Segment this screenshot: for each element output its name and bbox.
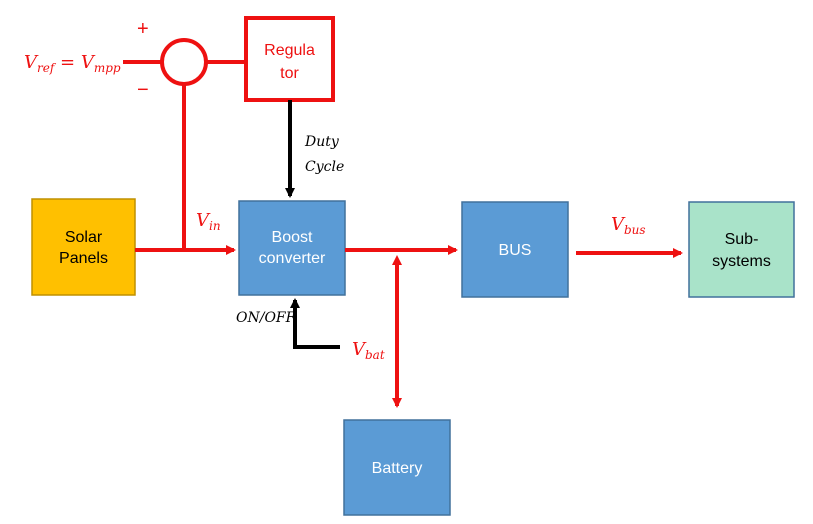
solar-panels-block: Solar Panels bbox=[31, 198, 136, 296]
subsystems-label-line1: Sub- bbox=[725, 231, 759, 248]
cycle-label: Cycle bbox=[305, 159, 344, 175]
subsystems-label-line2: systems bbox=[712, 253, 771, 270]
regulator-block: Regula tor bbox=[244, 16, 335, 102]
subsystems-block: Sub- systems bbox=[688, 201, 795, 298]
bus-label: BUS bbox=[499, 242, 532, 259]
vbus-label: Vbus bbox=[611, 214, 646, 237]
vmpp-symbol: V bbox=[81, 52, 96, 73]
vmpp-subscript: mpp bbox=[94, 61, 121, 75]
vbat-label: Vbat bbox=[352, 339, 385, 362]
summing-junction bbox=[160, 38, 208, 86]
vbat-subscript: bat bbox=[365, 348, 385, 362]
solar-label-line1: Solar bbox=[65, 229, 103, 246]
solar-label-line2: Panels bbox=[59, 250, 108, 267]
vbat-symbol: V bbox=[352, 339, 367, 360]
regulator-label-line1: Regula bbox=[264, 42, 315, 59]
vbus-subscript: bus bbox=[624, 223, 646, 237]
plus-sign: + bbox=[137, 18, 149, 40]
boost-label-line2: converter bbox=[259, 250, 326, 267]
feedback-wiring bbox=[123, 60, 246, 250]
equals-sign: = bbox=[54, 52, 81, 73]
vin-symbol: V bbox=[196, 210, 211, 231]
vref-equation: Vref = Vmpp bbox=[24, 52, 121, 75]
vref-subscript: ref bbox=[37, 61, 57, 75]
boost-label-line1: Boost bbox=[272, 229, 313, 246]
onoff-arrow bbox=[290, 298, 340, 349]
bus-block: BUS bbox=[461, 201, 569, 298]
duty-label: Duty bbox=[304, 134, 340, 150]
boost-converter-block: Boost converter bbox=[238, 200, 346, 296]
vin-label: Vin bbox=[196, 210, 221, 233]
minus-sign: − bbox=[137, 79, 149, 101]
vref-symbol: V bbox=[24, 52, 39, 73]
vin-subscript: in bbox=[209, 219, 221, 233]
regulator-label-line2: tor bbox=[280, 65, 299, 82]
battery-block: Battery bbox=[343, 419, 451, 516]
onoff-label: ON/OFF bbox=[236, 310, 297, 326]
vbus-symbol: V bbox=[611, 214, 626, 235]
battery-label: Battery bbox=[372, 460, 423, 477]
